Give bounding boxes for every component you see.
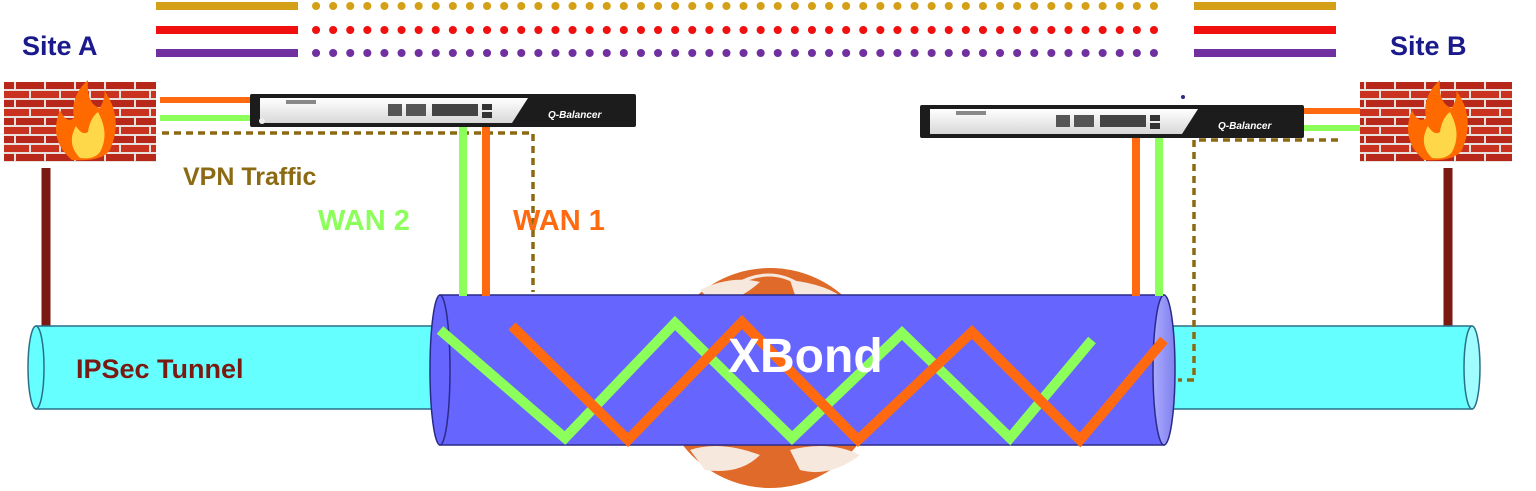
wan1-zigzag [508, 314, 1168, 448]
site-a-label: Site A [22, 31, 98, 61]
wan1-label: WAN 1 [513, 205, 605, 237]
decorative-dot [1181, 95, 1185, 99]
xbond-label: XBond [728, 330, 883, 383]
ipsec-tunnel-label: IPSec Tunnel [76, 354, 244, 384]
vpn-traffic-label: VPN Traffic [183, 163, 316, 191]
firewall-icon [4, 80, 156, 162]
site-b-vpn-path [1178, 138, 1338, 382]
site-a-vpn-path [162, 131, 535, 292]
appliance-brand-left: Q-Balancer [548, 110, 602, 121]
top-legend-lines [156, 2, 1336, 57]
q-balancer-appliance-icon [250, 94, 636, 127]
wan2-zigzag [436, 315, 1096, 446]
firewall-icon [1360, 80, 1512, 162]
site-b-label: Site B [1390, 31, 1467, 61]
appliance-brand-right: Q-Balancer [1218, 121, 1272, 132]
q-balancer-appliance-icon [920, 105, 1304, 138]
wan2-label: WAN 2 [318, 205, 410, 237]
